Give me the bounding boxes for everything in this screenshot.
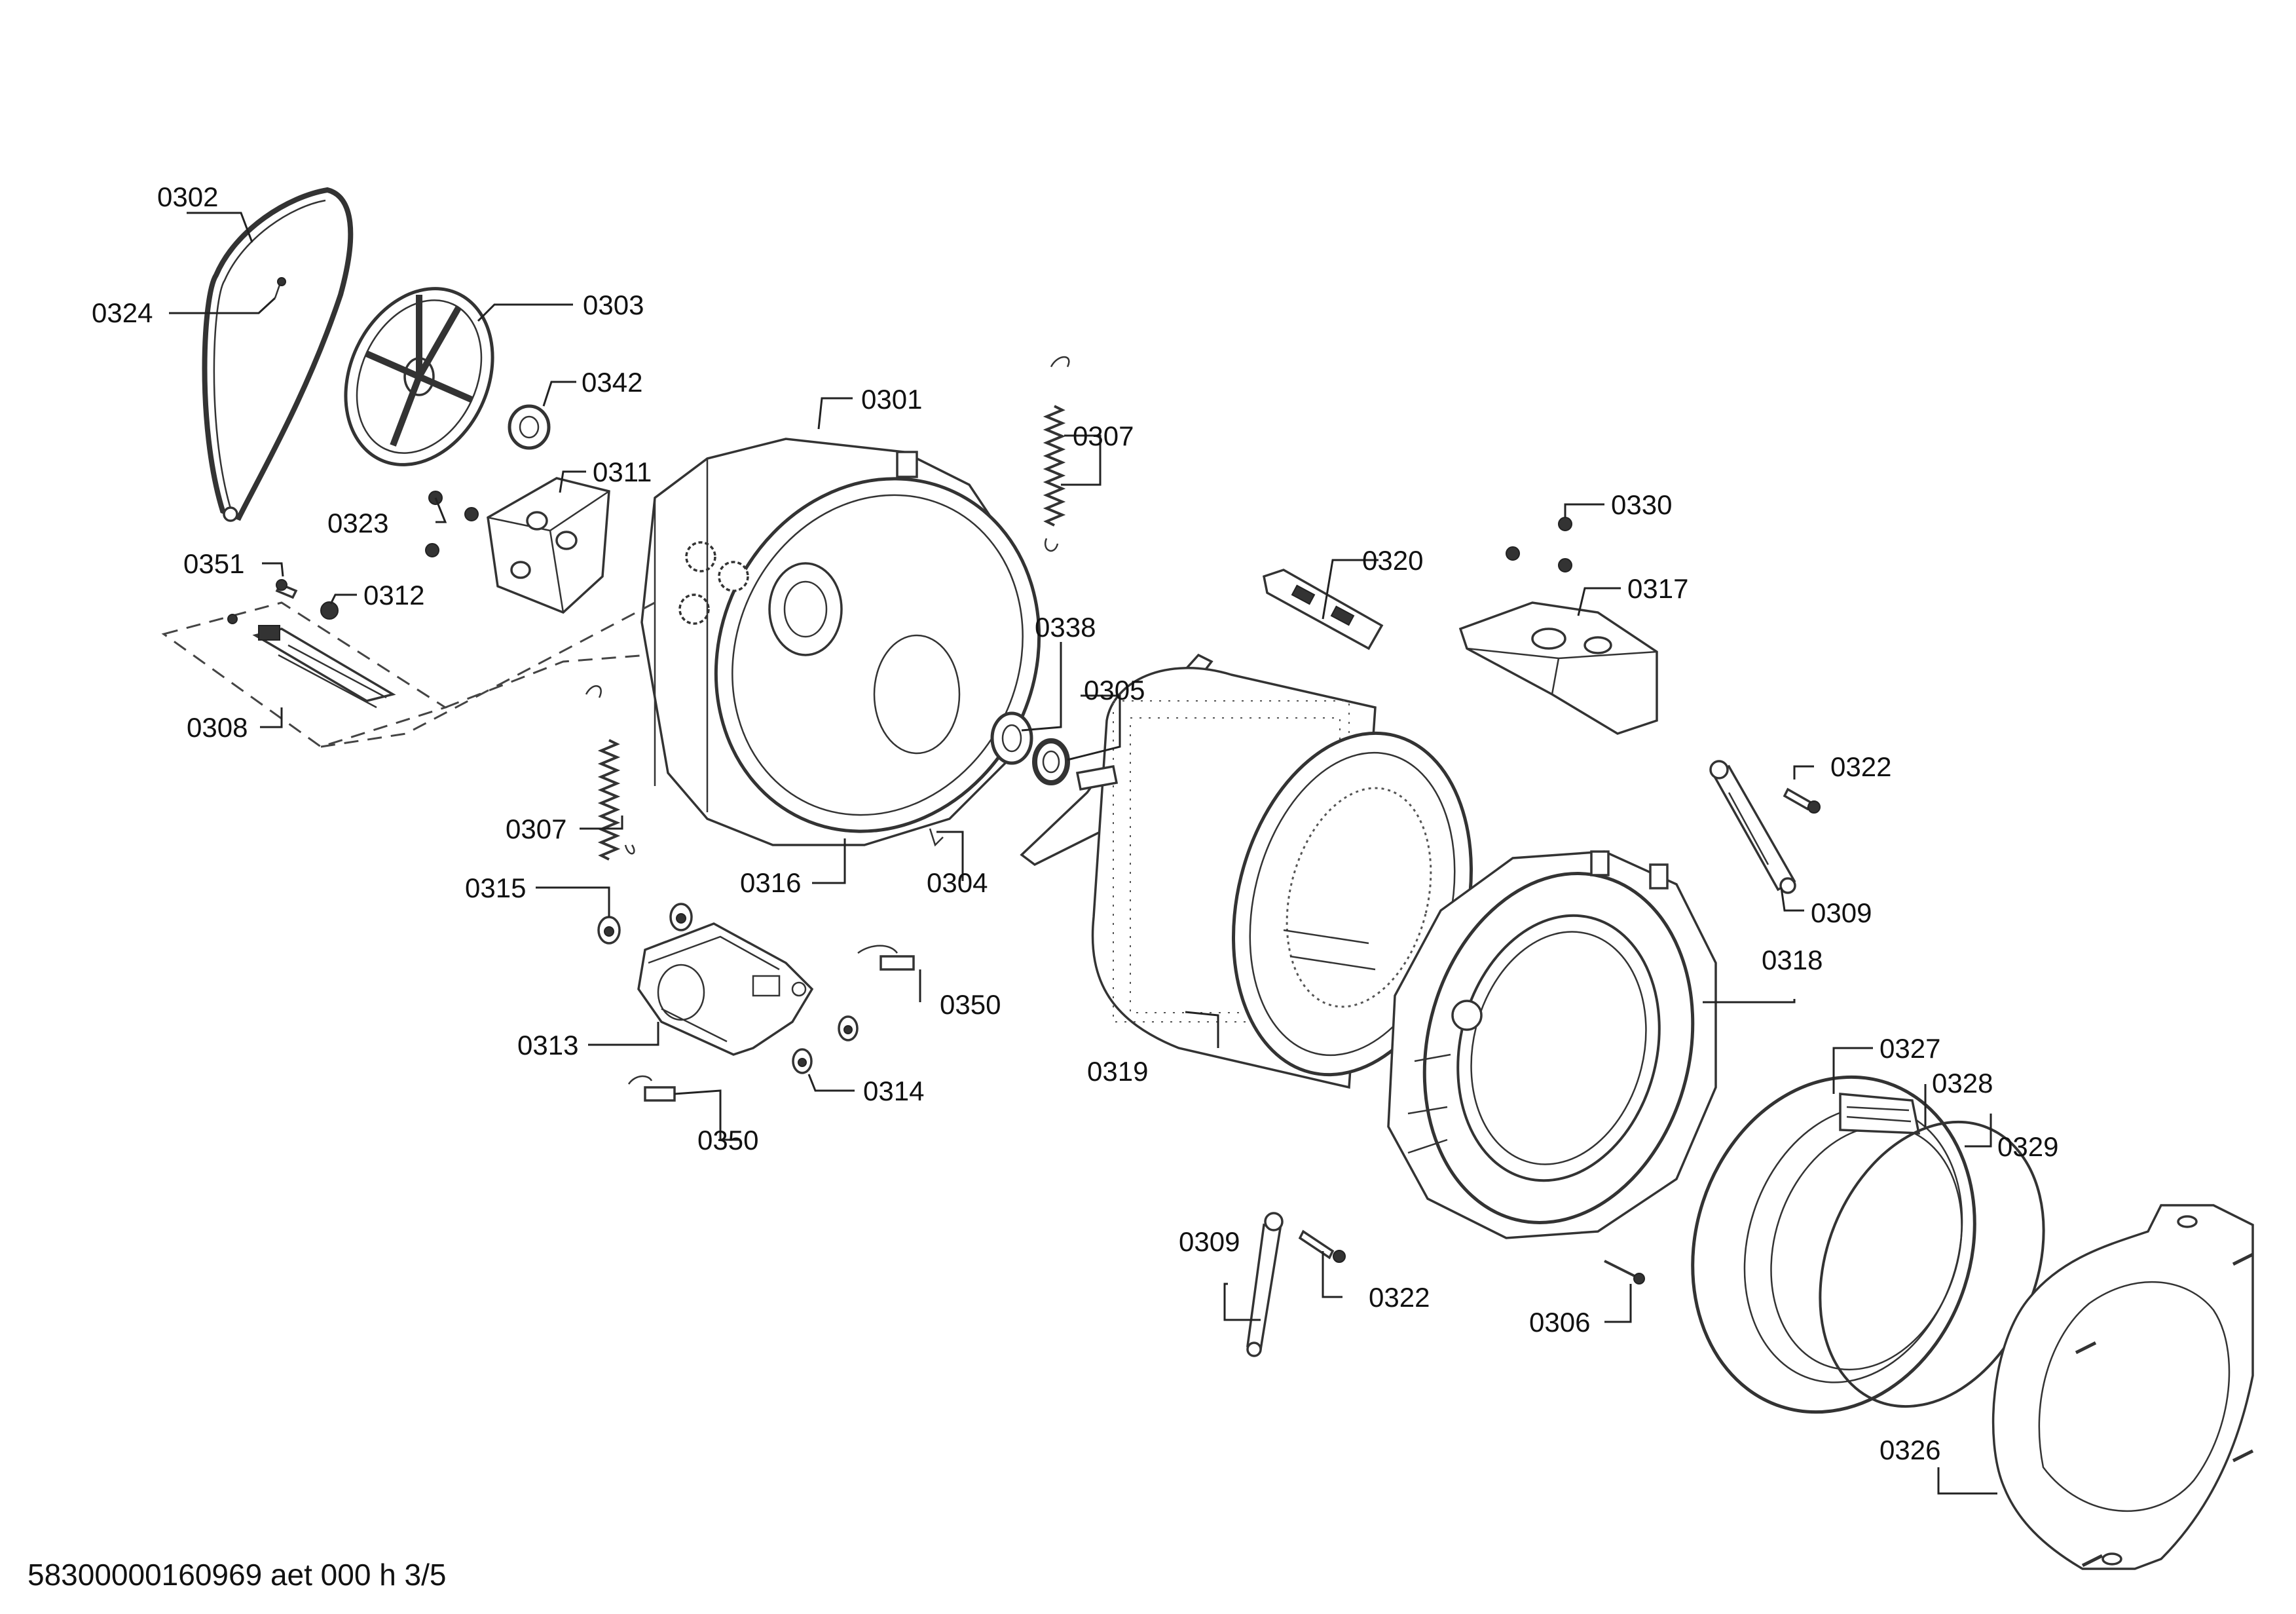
inlet-0328 — [1839, 1093, 1921, 1135]
label-0311: 0311 — [593, 457, 652, 487]
label-0322-right: 0322 — [1830, 751, 1891, 782]
screw-0324 — [274, 277, 286, 299]
seal-0305 — [1032, 738, 1070, 785]
label-0322-left: 0322 — [1369, 1282, 1430, 1313]
clip-0304 — [929, 828, 944, 847]
label-0324: 0324 — [92, 297, 153, 328]
clip-0350-lower — [627, 1075, 676, 1102]
document-reference: 58300000160969 aet 000 h 3/5 — [28, 1558, 447, 1592]
door-seal-0327 — [1691, 1075, 1976, 1414]
pin-0322-left — [1298, 1229, 1346, 1263]
bolts-0315 — [597, 903, 693, 945]
label-0350-lower: 0350 — [697, 1125, 758, 1155]
drive-belt-0302 — [202, 187, 354, 522]
label-0350-upper: 0350 — [940, 989, 1001, 1020]
sensor-0351 — [275, 579, 298, 599]
part-labels: 0302 0324 0303 0342 0301 0307 0311 0323 … — [92, 181, 2058, 1465]
bracket-0320 — [1262, 569, 1384, 650]
label-0309-left: 0309 — [1179, 1226, 1240, 1257]
label-0309-right: 0309 — [1811, 897, 1872, 928]
counterweight-0317 — [1458, 601, 1658, 735]
label-0351: 0351 — [183, 548, 244, 579]
damper-0309-left — [1246, 1212, 1284, 1357]
bearing-0338 — [990, 711, 1033, 765]
counterweight-0311 — [487, 477, 610, 614]
label-0319: 0319 — [1087, 1056, 1148, 1087]
label-0329: 0329 — [1997, 1131, 2058, 1162]
label-0317: 0317 — [1627, 573, 1688, 604]
label-0328: 0328 — [1932, 1068, 1993, 1098]
clip-0350-upper — [857, 945, 915, 971]
label-0315: 0315 — [465, 873, 526, 903]
leader-lines — [169, 212, 1997, 1495]
pin-0322-right — [1783, 787, 1821, 814]
spring-0307-bottom — [585, 685, 635, 861]
label-0304: 0304 — [927, 867, 988, 898]
damper-0309-right — [1709, 760, 1796, 894]
label-0301: 0301 — [861, 384, 922, 415]
bolts-0314 — [792, 1015, 859, 1074]
screws-0330 — [1506, 517, 1572, 572]
motor-0313 — [637, 922, 814, 1056]
label-0307-bottom: 0307 — [506, 814, 566, 844]
label-0307-top: 0307 — [1073, 421, 1134, 451]
screws-0323 — [425, 491, 479, 557]
label-0320: 0320 — [1362, 545, 1423, 576]
nut-0312 — [320, 601, 339, 620]
label-0342: 0342 — [582, 367, 642, 398]
label-0314: 0314 — [863, 1076, 924, 1106]
label-0306: 0306 — [1529, 1307, 1590, 1338]
bearing-0342 — [508, 404, 551, 450]
rear-tub-0301 — [640, 438, 1041, 846]
label-0327: 0327 — [1879, 1033, 1940, 1064]
label-0318: 0318 — [1762, 945, 1823, 975]
label-0316: 0316 — [740, 867, 801, 898]
pulley-0303 — [344, 287, 494, 466]
front-tub-0318 — [1387, 850, 1717, 1239]
label-0303: 0303 — [583, 290, 644, 320]
label-0305: 0305 — [1084, 675, 1145, 705]
label-0338: 0338 — [1035, 612, 1096, 643]
label-0323: 0323 — [327, 508, 388, 538]
label-0312: 0312 — [363, 580, 424, 610]
label-0313: 0313 — [517, 1030, 578, 1060]
label-0330: 0330 — [1611, 489, 1672, 520]
label-0302: 0302 — [157, 181, 218, 212]
screw-0306 — [1604, 1260, 1645, 1285]
screws-0326 — [2075, 1252, 2254, 1567]
label-0308: 0308 — [187, 712, 248, 743]
label-0326: 0326 — [1879, 1435, 1940, 1465]
spring-0307-top — [1043, 356, 1070, 552]
front-panel-0326 — [1991, 1204, 2254, 1570]
heater-0308 — [161, 601, 656, 748]
